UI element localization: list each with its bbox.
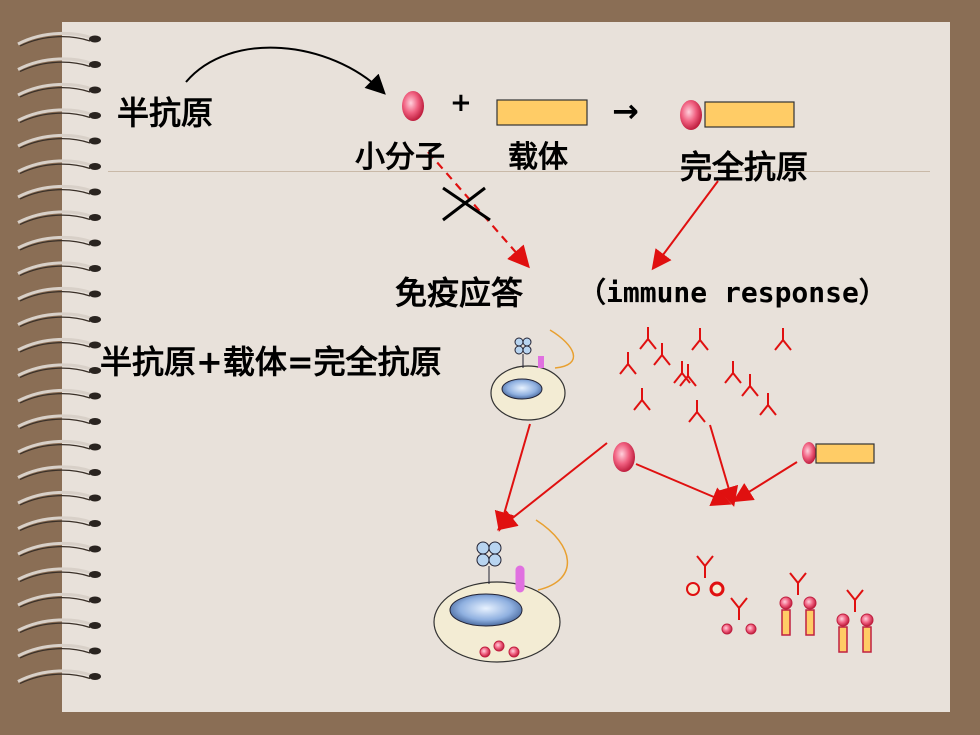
cell-arrow-2 [496, 442, 608, 531]
blocked-response-arrow [427, 151, 530, 269]
cell-arrow-1 [494, 423, 531, 532]
antigen-right-carrier [815, 443, 875, 464]
yields-arrow: → [612, 92, 639, 130]
spiral-binding [17, 31, 101, 685]
ab-to-bind-arrow [709, 424, 739, 507]
b-cell-large [433, 519, 569, 663]
immune-response-cn: 免疫应答 [395, 274, 524, 312]
hapten-molecule [402, 91, 424, 121]
immune-response-en: （immune response） [578, 276, 887, 309]
carrier-block [496, 99, 588, 126]
complete-antigen-carrier [704, 101, 795, 128]
equation-label: 半抗原+载体=完全抗原 [100, 343, 442, 381]
hapten-to-ab-arrow [635, 463, 732, 506]
bound-antibodies [686, 555, 874, 653]
blocked-x-mark [442, 186, 491, 222]
small-molecule-label: 小分子 [355, 140, 445, 175]
complete-antigen-label: 完全抗原 [680, 148, 809, 186]
carrier-label: 载体 [508, 140, 568, 175]
hapten-arrow [185, 46, 386, 95]
plus-sign: + [450, 88, 472, 118]
antibody-cluster [619, 326, 792, 423]
antigen-to-bind-arrow [732, 461, 798, 503]
b-cell-small [490, 329, 575, 421]
free-hapten [613, 442, 635, 472]
hapten-label: 半抗原 [117, 94, 214, 132]
response-arrow [651, 180, 719, 271]
antigen-right-hapten [802, 442, 816, 464]
ruled-line [108, 171, 930, 172]
complete-antigen-hapten [680, 100, 702, 130]
